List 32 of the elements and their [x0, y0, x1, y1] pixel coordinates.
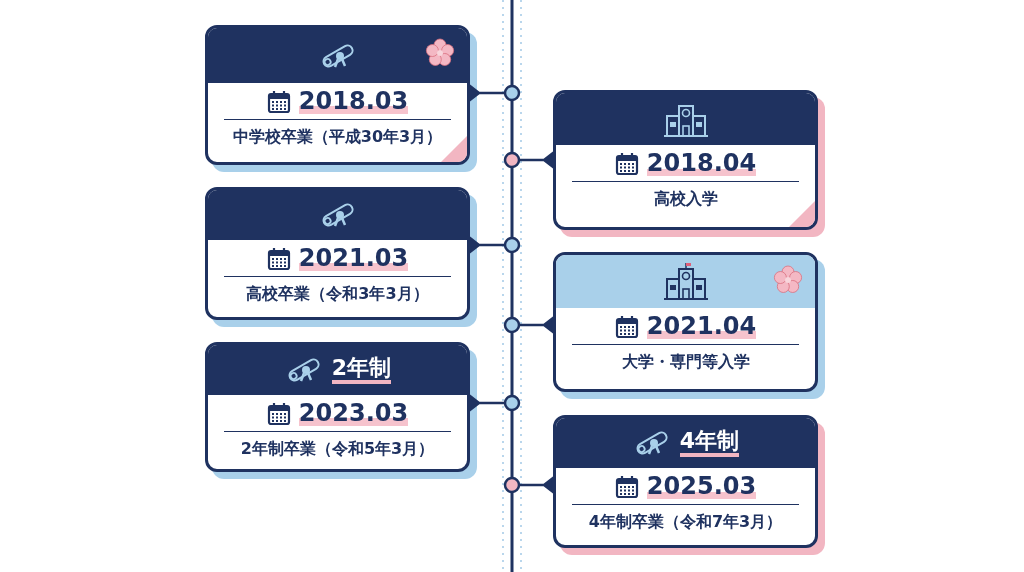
event-text: 高校入学 [652, 189, 719, 211]
connector [517, 476, 555, 494]
connector [517, 151, 555, 169]
timeline-dot [503, 476, 521, 494]
timeline-dot [503, 236, 521, 254]
header-text: 4年制 [679, 429, 740, 457]
timeline-dot [503, 394, 521, 412]
timeline-card [205, 342, 470, 472]
timeline-dot [503, 151, 521, 169]
date-text: 2018.03 [298, 89, 409, 115]
timeline-card [205, 25, 470, 165]
connector [517, 316, 555, 334]
event-text: 2年制卒業（令和5年3月） [239, 439, 436, 461]
timeline-dot [503, 316, 521, 334]
timeline-dot [503, 84, 521, 102]
connector [468, 84, 507, 102]
event-text: 中学校卒業（平成30年3月） [231, 127, 444, 149]
timeline-card [205, 187, 470, 320]
date-text: 2018.04 [646, 151, 757, 177]
date-text: 2023.03 [298, 401, 409, 427]
date-text: 2021.03 [298, 246, 409, 272]
connector [468, 236, 507, 254]
date-text: 2025.03 [646, 474, 757, 500]
event-text: 4年制卒業（令和7年3月） [587, 512, 784, 534]
date-text: 2021.04 [646, 314, 757, 340]
timeline-card [553, 90, 818, 230]
event-text: 大学・専門等入学 [620, 352, 751, 374]
timeline-card [553, 415, 818, 548]
header-text: 2年制 [331, 356, 392, 384]
connector [468, 394, 507, 412]
timeline-card [553, 252, 818, 392]
event-text: 高校卒業（令和3年3月） [245, 284, 430, 306]
